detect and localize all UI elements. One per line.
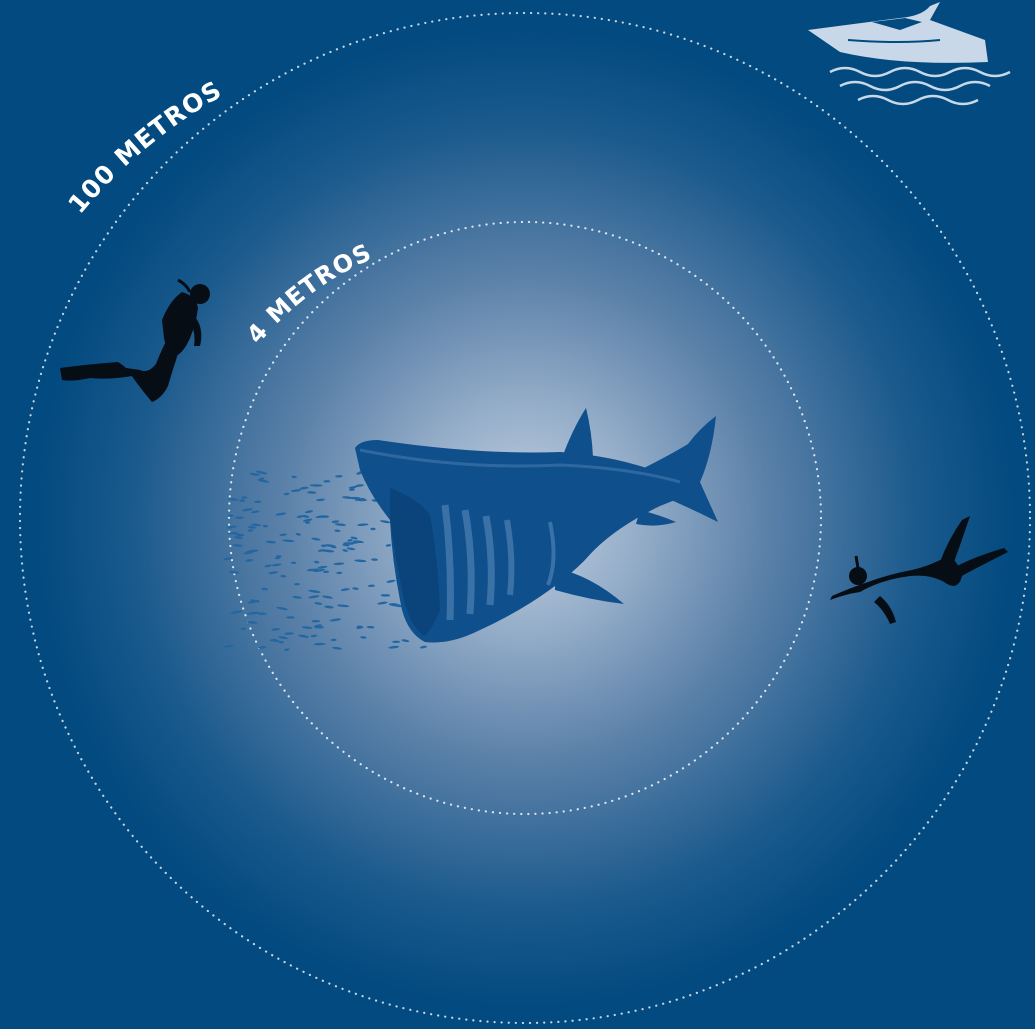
- fish-mark: [370, 528, 375, 530]
- fish-mark: [392, 641, 400, 643]
